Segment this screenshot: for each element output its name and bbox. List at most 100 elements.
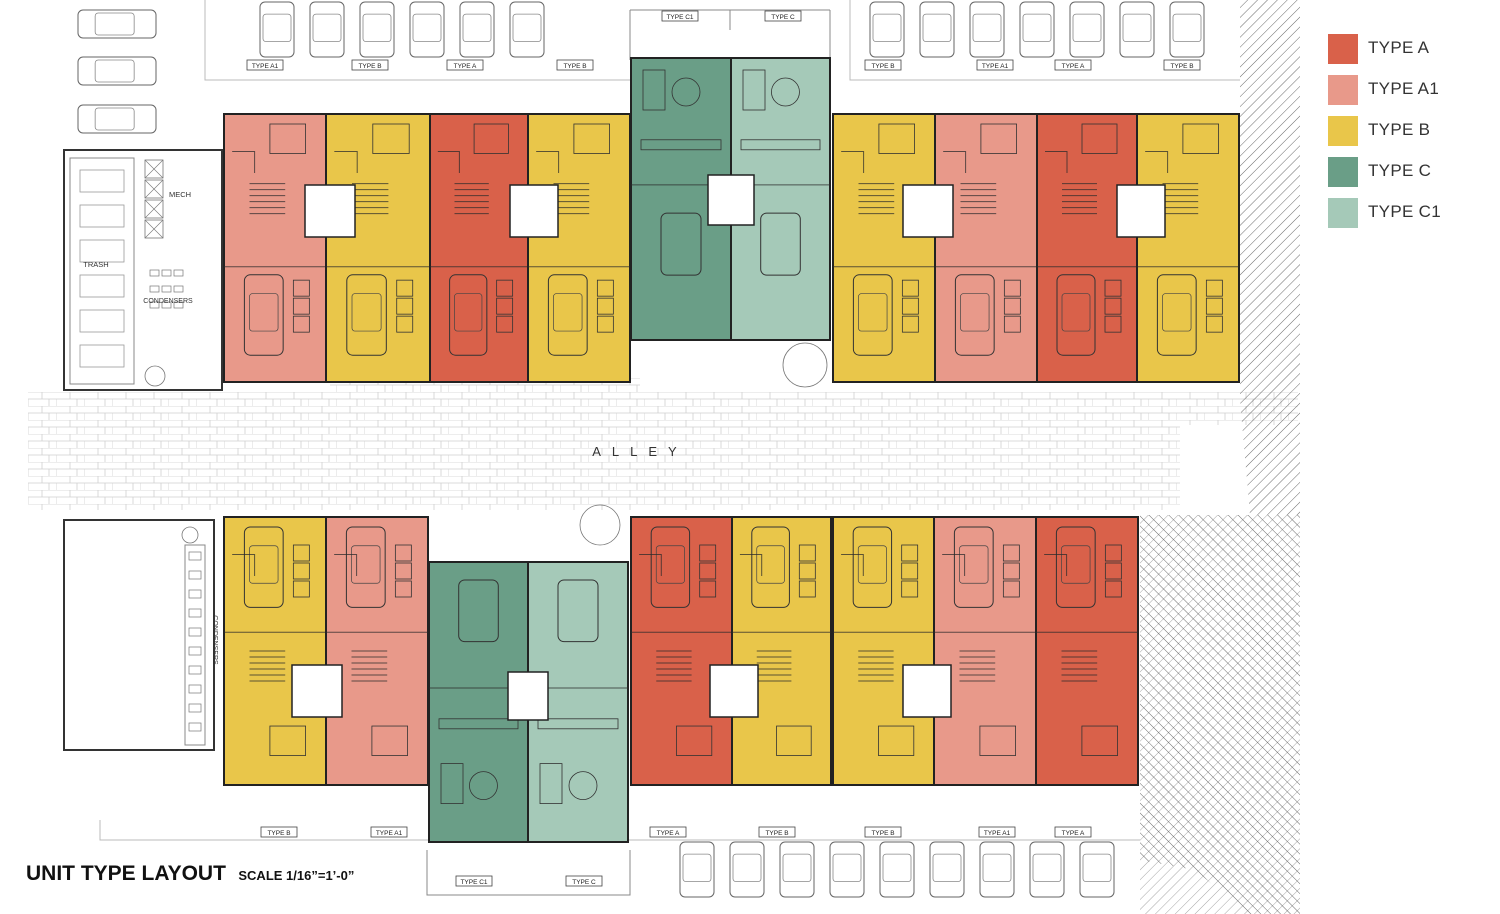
condenser-unit bbox=[188, 570, 202, 580]
mech-unit-x bbox=[144, 199, 164, 219]
garage-car-cabin bbox=[756, 545, 785, 584]
condenser-unit bbox=[173, 301, 184, 309]
courtyard bbox=[902, 664, 952, 718]
bed bbox=[676, 725, 713, 756]
garage-car bbox=[953, 526, 994, 608]
interior-wall bbox=[943, 151, 967, 173]
parking-tag: TYPE A bbox=[446, 59, 484, 71]
legend-item-type-c: TYPE C bbox=[1328, 153, 1488, 194]
parked-car bbox=[359, 1, 395, 58]
dining-table bbox=[642, 69, 666, 111]
kitchen-counter bbox=[640, 139, 722, 151]
kitchen-counter bbox=[438, 718, 519, 730]
mech-unit bbox=[144, 199, 164, 219]
garage-car bbox=[660, 212, 702, 276]
car-cabin bbox=[1082, 853, 1112, 883]
tag-label: TYPE A1 bbox=[252, 63, 279, 70]
parked-car bbox=[1119, 1, 1155, 58]
tag-label: TYPE A1 bbox=[376, 830, 403, 837]
title-main: UNIT TYPE LAYOUT bbox=[26, 862, 226, 885]
title-scale: SCALE 1/16”=1’-0” bbox=[238, 868, 355, 883]
parking-tag: TYPE B bbox=[864, 59, 902, 71]
garage-car bbox=[760, 212, 801, 276]
garage-car bbox=[458, 579, 499, 643]
parked-car bbox=[929, 841, 965, 898]
tag-box bbox=[764, 10, 802, 22]
type-a1-swatch bbox=[1328, 75, 1358, 105]
car-body bbox=[1079, 841, 1115, 898]
utility-box bbox=[798, 562, 816, 580]
trash-bin bbox=[79, 309, 125, 333]
tag-box bbox=[446, 59, 484, 71]
type-b-swatch bbox=[1328, 116, 1358, 146]
mech-label: MECH bbox=[169, 190, 191, 199]
bed bbox=[269, 725, 306, 756]
unit-type-b bbox=[527, 113, 631, 383]
courtyard bbox=[1116, 184, 1166, 238]
tag-box bbox=[1054, 59, 1092, 71]
legend-label: TYPE B bbox=[1368, 120, 1431, 139]
legend-item-type-b: TYPE B bbox=[1328, 112, 1488, 153]
condenser-unit bbox=[188, 589, 202, 599]
interior-wall bbox=[841, 151, 865, 173]
top-entry-line bbox=[629, 9, 831, 60]
garage-car bbox=[345, 526, 386, 608]
legend-item-type-a1: TYPE A1 bbox=[1328, 71, 1488, 112]
tree-circle bbox=[579, 504, 621, 546]
car-body bbox=[729, 841, 765, 898]
parking-tag: TYPE C bbox=[764, 10, 802, 22]
tag-label: TYPE A bbox=[657, 830, 680, 837]
tree-circle bbox=[144, 365, 166, 387]
garage-car bbox=[1156, 274, 1197, 356]
parked-car bbox=[459, 1, 495, 58]
parking-tag: TYPE C1 bbox=[455, 875, 493, 887]
interior-wall bbox=[841, 554, 864, 576]
parked-car bbox=[1079, 841, 1115, 898]
bed bbox=[980, 123, 1018, 154]
living-table bbox=[771, 77, 800, 107]
car-body bbox=[919, 1, 955, 58]
living-table bbox=[469, 771, 498, 800]
condenser-unit bbox=[188, 665, 202, 675]
tag-label: TYPE C bbox=[572, 879, 596, 886]
garage-car bbox=[243, 274, 284, 356]
unit-type-a1 bbox=[933, 516, 1037, 786]
utility-box bbox=[798, 580, 816, 598]
alley-paving bbox=[28, 392, 1298, 510]
car-body bbox=[1119, 1, 1155, 58]
unit-type-a bbox=[630, 516, 733, 786]
interior-wall bbox=[334, 151, 358, 173]
unit-outline bbox=[1036, 113, 1138, 383]
courtyard bbox=[291, 664, 343, 718]
car-body bbox=[1169, 1, 1205, 58]
car-body bbox=[979, 841, 1015, 898]
courtyard bbox=[509, 184, 559, 238]
parked-car bbox=[1169, 1, 1205, 58]
tag-label: TYPE C1 bbox=[460, 879, 487, 886]
car-cabin bbox=[982, 853, 1012, 883]
utility-box bbox=[1002, 580, 1020, 598]
parked-car bbox=[779, 841, 815, 898]
condensers-label: CONDENSERS bbox=[143, 298, 193, 305]
garage-car bbox=[954, 274, 995, 356]
utility-box bbox=[292, 580, 310, 598]
car-cabin bbox=[94, 12, 135, 36]
parked-car bbox=[77, 56, 157, 86]
utility-box bbox=[1205, 297, 1223, 315]
courtyard bbox=[507, 671, 549, 721]
car-body bbox=[77, 56, 157, 86]
parking-tag: TYPE A1 bbox=[978, 826, 1016, 838]
car-body bbox=[77, 9, 157, 39]
tag-label: TYPE B bbox=[1170, 63, 1193, 70]
parked-car bbox=[1019, 1, 1055, 58]
condenser-unit bbox=[161, 301, 172, 309]
utility-box bbox=[596, 279, 614, 297]
utility-box bbox=[1002, 544, 1020, 562]
tree-circle bbox=[782, 342, 828, 388]
utility-box bbox=[1205, 279, 1223, 297]
living-table bbox=[671, 77, 701, 107]
unit-type-b bbox=[832, 516, 935, 786]
tag-box bbox=[351, 59, 389, 71]
interior-wall bbox=[639, 554, 662, 576]
